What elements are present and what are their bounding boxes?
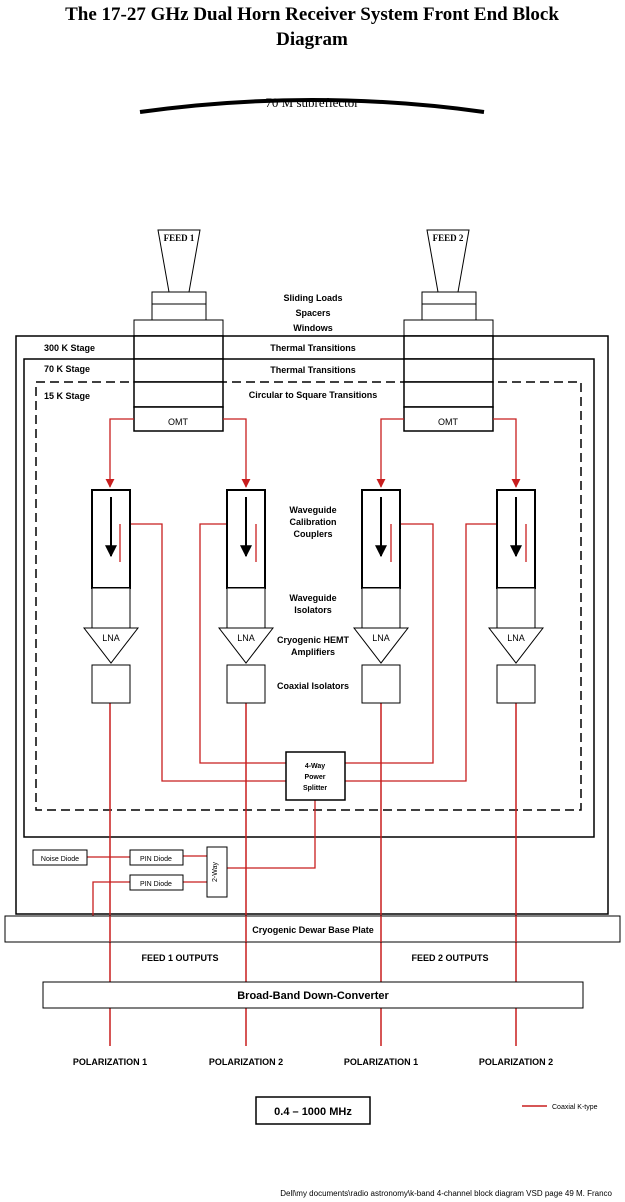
stage-15k-label: 15 K Stage — [44, 391, 90, 401]
pin-diode-2-label: PIN Diode — [140, 881, 172, 888]
pin-diode-2-box — [129, 874, 184, 891]
stage-15k-box — [35, 381, 582, 811]
frequency-range-label: 0.4 – 1000 MHz — [274, 1106, 352, 1118]
noise-diode-box — [32, 849, 88, 866]
cryo-hemt-label-2: Amplifiers — [291, 647, 335, 657]
output-lines-through-plate — [109, 916, 517, 942]
coax-isolators-label: Coaxial Isolators — [277, 681, 349, 691]
polarization-label-3: POLARIZATION 1 — [344, 1057, 418, 1067]
omt2-to-ch3-arrow — [376, 418, 404, 488]
windows-label: Windows — [293, 323, 332, 333]
channel-1 — [82, 489, 140, 704]
channel-2 — [217, 489, 275, 704]
omt1-to-ch2-arrow — [223, 418, 251, 488]
stage-70k-box — [23, 358, 595, 838]
lna-4-label: LNA — [507, 633, 525, 643]
coax-isolator-3 — [361, 664, 401, 704]
thermal-transitions-70k-label: Thermal Transitions — [270, 365, 356, 375]
isolator-3 — [361, 587, 401, 629]
footer-note: Dell\my documents\radio astronomy\k-band… — [280, 1189, 612, 1198]
wg-isolators-label-1: Waveguide — [289, 593, 336, 603]
pin-diode-1-box — [129, 849, 184, 866]
polarization-label-4: POLARIZATION 2 — [479, 1057, 553, 1067]
thermal-transitions-300k-label: Thermal Transitions — [270, 343, 356, 353]
omt-1-label: OMT — [168, 417, 188, 427]
two-way-box — [206, 846, 228, 898]
subreflector-label: 70 M subreflector — [265, 95, 359, 110]
down-converter-label: Broad-Band Down-Converter — [237, 990, 389, 1002]
splitter-label-1: 4-Way — [305, 763, 325, 770]
lna-2-label: LNA — [237, 633, 255, 643]
sliding-loads-label: Sliding Loads — [283, 293, 342, 303]
cryo-hemt-label-1: Cryogenic HEMT — [277, 635, 350, 645]
splitter-label-2: Power — [304, 774, 325, 781]
feed-horn-2: FEED 2 — [426, 229, 470, 293]
lna-1 — [82, 627, 140, 664]
legend-coax-label: Coaxial K-type — [552, 1104, 598, 1111]
channel-4 — [487, 489, 545, 704]
channel-3 — [352, 489, 410, 704]
feed-1-upper-stack — [133, 291, 224, 337]
pin2-to-baseplate-line — [92, 881, 130, 916]
lna-3-label: LNA — [372, 633, 390, 643]
feed-horn-1: FEED 1 — [157, 229, 201, 293]
cal-line-ch3 — [345, 523, 434, 764]
omt2-to-ch4-arrow — [493, 418, 521, 488]
dewar-base-plate — [4, 915, 621, 943]
feed-1-transition-stack — [133, 335, 224, 432]
wg-cal-couplers-label-3: Couplers — [293, 529, 332, 539]
lna-1-label: LNA — [102, 633, 120, 643]
power-splitter — [285, 751, 346, 801]
polarization-label-1: POLARIZATION 1 — [73, 1057, 147, 1067]
coupler-inner-red-tips — [119, 524, 527, 562]
feed-2-transition-stack — [403, 335, 494, 432]
pin-diode-1-label: PIN Diode — [140, 856, 172, 863]
noise-diode-label: Noise Diode — [41, 856, 79, 863]
subreflector-arc — [139, 98, 485, 114]
omt1-to-ch1-arrow — [105, 418, 134, 488]
stage-300k-box — [15, 335, 609, 915]
isolator-4 — [496, 587, 536, 629]
feed-2-upper-stack — [403, 291, 494, 337]
lna-4 — [487, 627, 545, 664]
lna-2 — [217, 627, 275, 664]
circ-to-square-label: Circular to Square Transitions — [249, 390, 378, 400]
omt-to-coupler-lines — [105, 418, 521, 488]
wg-isolators-label-2: Isolators — [294, 605, 332, 615]
coax-isolator-1 — [91, 664, 131, 704]
title-line-2: Diagram — [276, 29, 348, 50]
stage-70k-label: 70 K Stage — [44, 364, 90, 374]
spacers-label: Spacers — [295, 308, 330, 318]
two-way-label: 2-Way — [212, 862, 219, 882]
feed-2-label: FEED 2 — [433, 233, 464, 243]
feed-2-outputs-label: FEED 2 OUTPUTS — [411, 953, 488, 963]
splitter-to-2way-line — [227, 800, 316, 869]
base-plate-label: Cryogenic Dewar Base Plate — [252, 925, 374, 935]
frequency-range-box — [255, 1096, 371, 1125]
stage-300k-label: 300 K Stage — [44, 343, 95, 353]
isolator-1 — [91, 587, 131, 629]
wg-cal-couplers-label-1: Waveguide — [289, 505, 336, 515]
coax-isolator-4 — [496, 664, 536, 704]
isolator-2 — [226, 587, 266, 629]
feed-1-label: FEED 1 — [164, 233, 195, 243]
splitter-label-3: Splitter — [303, 785, 327, 792]
lna-3 — [352, 627, 410, 664]
title-line-1: The 17-27 GHz Dual Horn Receiver System … — [65, 4, 559, 25]
feed-1-outputs-label: FEED 1 OUTPUTS — [141, 953, 218, 963]
down-converter-box — [42, 981, 584, 1009]
coax-isolator-2 — [226, 664, 266, 704]
wg-cal-couplers-label-2: Calibration — [289, 517, 336, 527]
polarization-label-2: POLARIZATION 2 — [209, 1057, 283, 1067]
omt-2-label: OMT — [438, 417, 458, 427]
cal-line-ch1 — [120, 523, 286, 782]
